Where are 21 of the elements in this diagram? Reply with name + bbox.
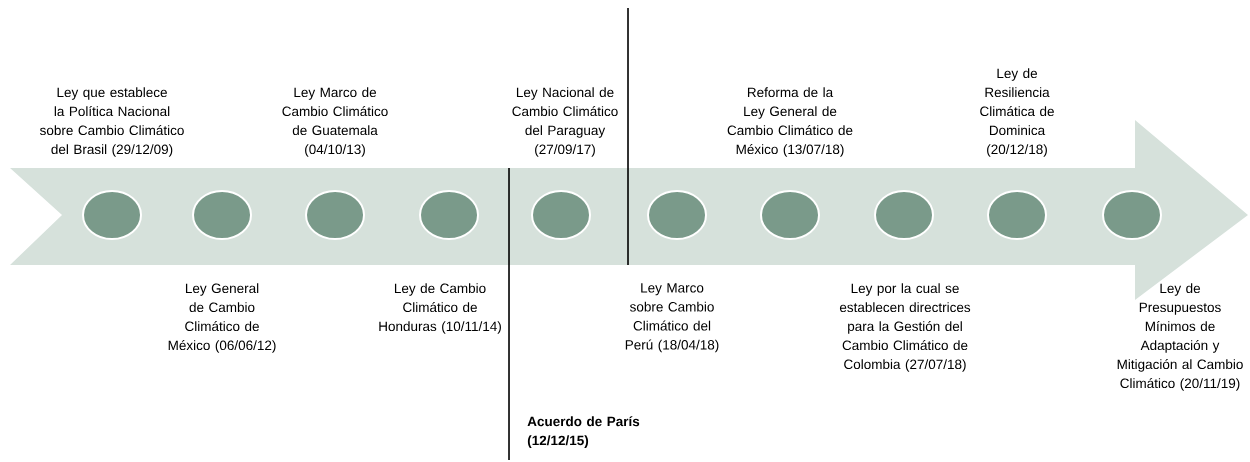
- timeline-dot: [82, 190, 142, 240]
- timeline-dot: [647, 190, 707, 240]
- event-label: Ley de Cambio Climático de Honduras (10/11/14): [379, 283, 501, 334]
- timeline-dot: [531, 190, 591, 240]
- timeline-dot: [192, 190, 252, 240]
- event-label: Ley de Presupuestos Mínimos de Adaptación y Mitigación al Cambio Climático (20/11/19): [1117, 283, 1243, 391]
- event-label: Ley por la cual se establecen directrices para la Gestión del Cambio Climático de Colombia (27/07/18): [839, 283, 971, 372]
- timeline-dot: [760, 190, 820, 240]
- event-label: Ley Marco de Cambio Climático de Guatemala (04/10/13): [282, 87, 388, 157]
- timeline-dot: [419, 190, 479, 240]
- event-label: Ley de Resiliencia Climática de Dominica (20/12/18): [980, 68, 1054, 157]
- event-label: Ley Nacional de Cambio Climático del Paraguay (27/09/17): [512, 87, 618, 157]
- timeline-dot: [987, 190, 1047, 240]
- event-label: Reforma de la Ley General de Cambio Climático de México (13/07/18): [727, 87, 853, 157]
- event-label: Ley Marco sobre Cambio Climático del Perú (18/04/18): [625, 283, 719, 353]
- timeline-dot: [1102, 190, 1162, 240]
- event-label: Ley que establece la Política Nacional sobre Cambio Climático del Brasil (29/12/09): [40, 87, 184, 157]
- timeline-dot: [305, 190, 365, 240]
- event-note: Acuerdo de París (12/12/15): [527, 416, 640, 448]
- event-label: Ley General de Cambio Climático de México (06/06/12): [168, 283, 276, 353]
- timeline-dot: [874, 190, 934, 240]
